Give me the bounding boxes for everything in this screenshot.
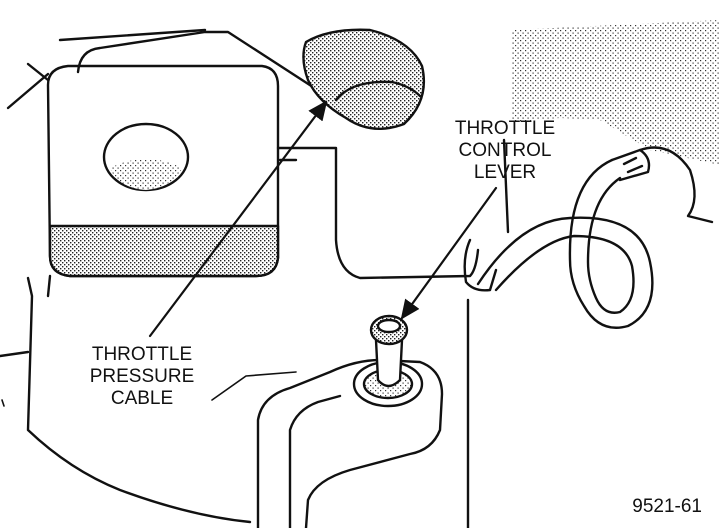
housing-shaded-band xyxy=(48,224,280,278)
throttle-control-lever-stem xyxy=(374,338,404,388)
control-lever-leader xyxy=(400,186,498,320)
label-line: CABLE xyxy=(110,388,174,409)
label-throttle-pressure-cable: THROTTLE PRESSURE CABLE xyxy=(82,344,202,410)
cable-end-knob xyxy=(302,28,426,130)
pressure-cable-leader xyxy=(148,100,328,338)
background-shading xyxy=(512,20,720,165)
figure-number: 9521-61 xyxy=(632,496,702,517)
label-line: THROTTLE xyxy=(454,118,556,139)
hose-loop xyxy=(476,158,654,329)
label-throttle-control-lever: THROTTLE CONTROL LEVER xyxy=(445,118,565,184)
label-line: THROTTLE xyxy=(91,344,193,365)
label-line: CONTROL xyxy=(458,140,552,161)
label-line: PRESSURE xyxy=(89,366,195,387)
upper-bracket xyxy=(76,30,338,104)
label-line: LEVER xyxy=(473,162,537,183)
